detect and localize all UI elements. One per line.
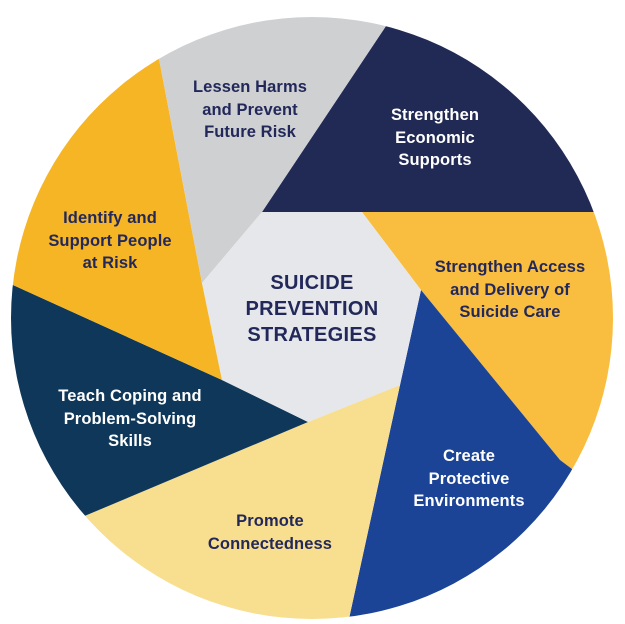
label-environments: Create Protective Environments <box>413 447 525 510</box>
center-title: SUICIDE PREVENTION STRATEGIES <box>245 272 379 346</box>
segment-access <box>362 212 613 520</box>
label-identify: Identify and Support People at Risk <box>48 209 172 272</box>
center-heptagon <box>202 212 421 422</box>
label-coping: Teach Coping and Problem-Solving Skills <box>58 387 202 450</box>
label-connectedness: Promote Connectedness <box>207 512 333 553</box>
segment-lessen <box>140 17 430 283</box>
label-economic: Strengthen Economic Supports <box>390 106 480 169</box>
label-access: Strengthen Access and Delivery of Suicid… <box>434 258 586 321</box>
label-lessen: Lessen Harms and Prevent Future Risk <box>192 78 307 141</box>
